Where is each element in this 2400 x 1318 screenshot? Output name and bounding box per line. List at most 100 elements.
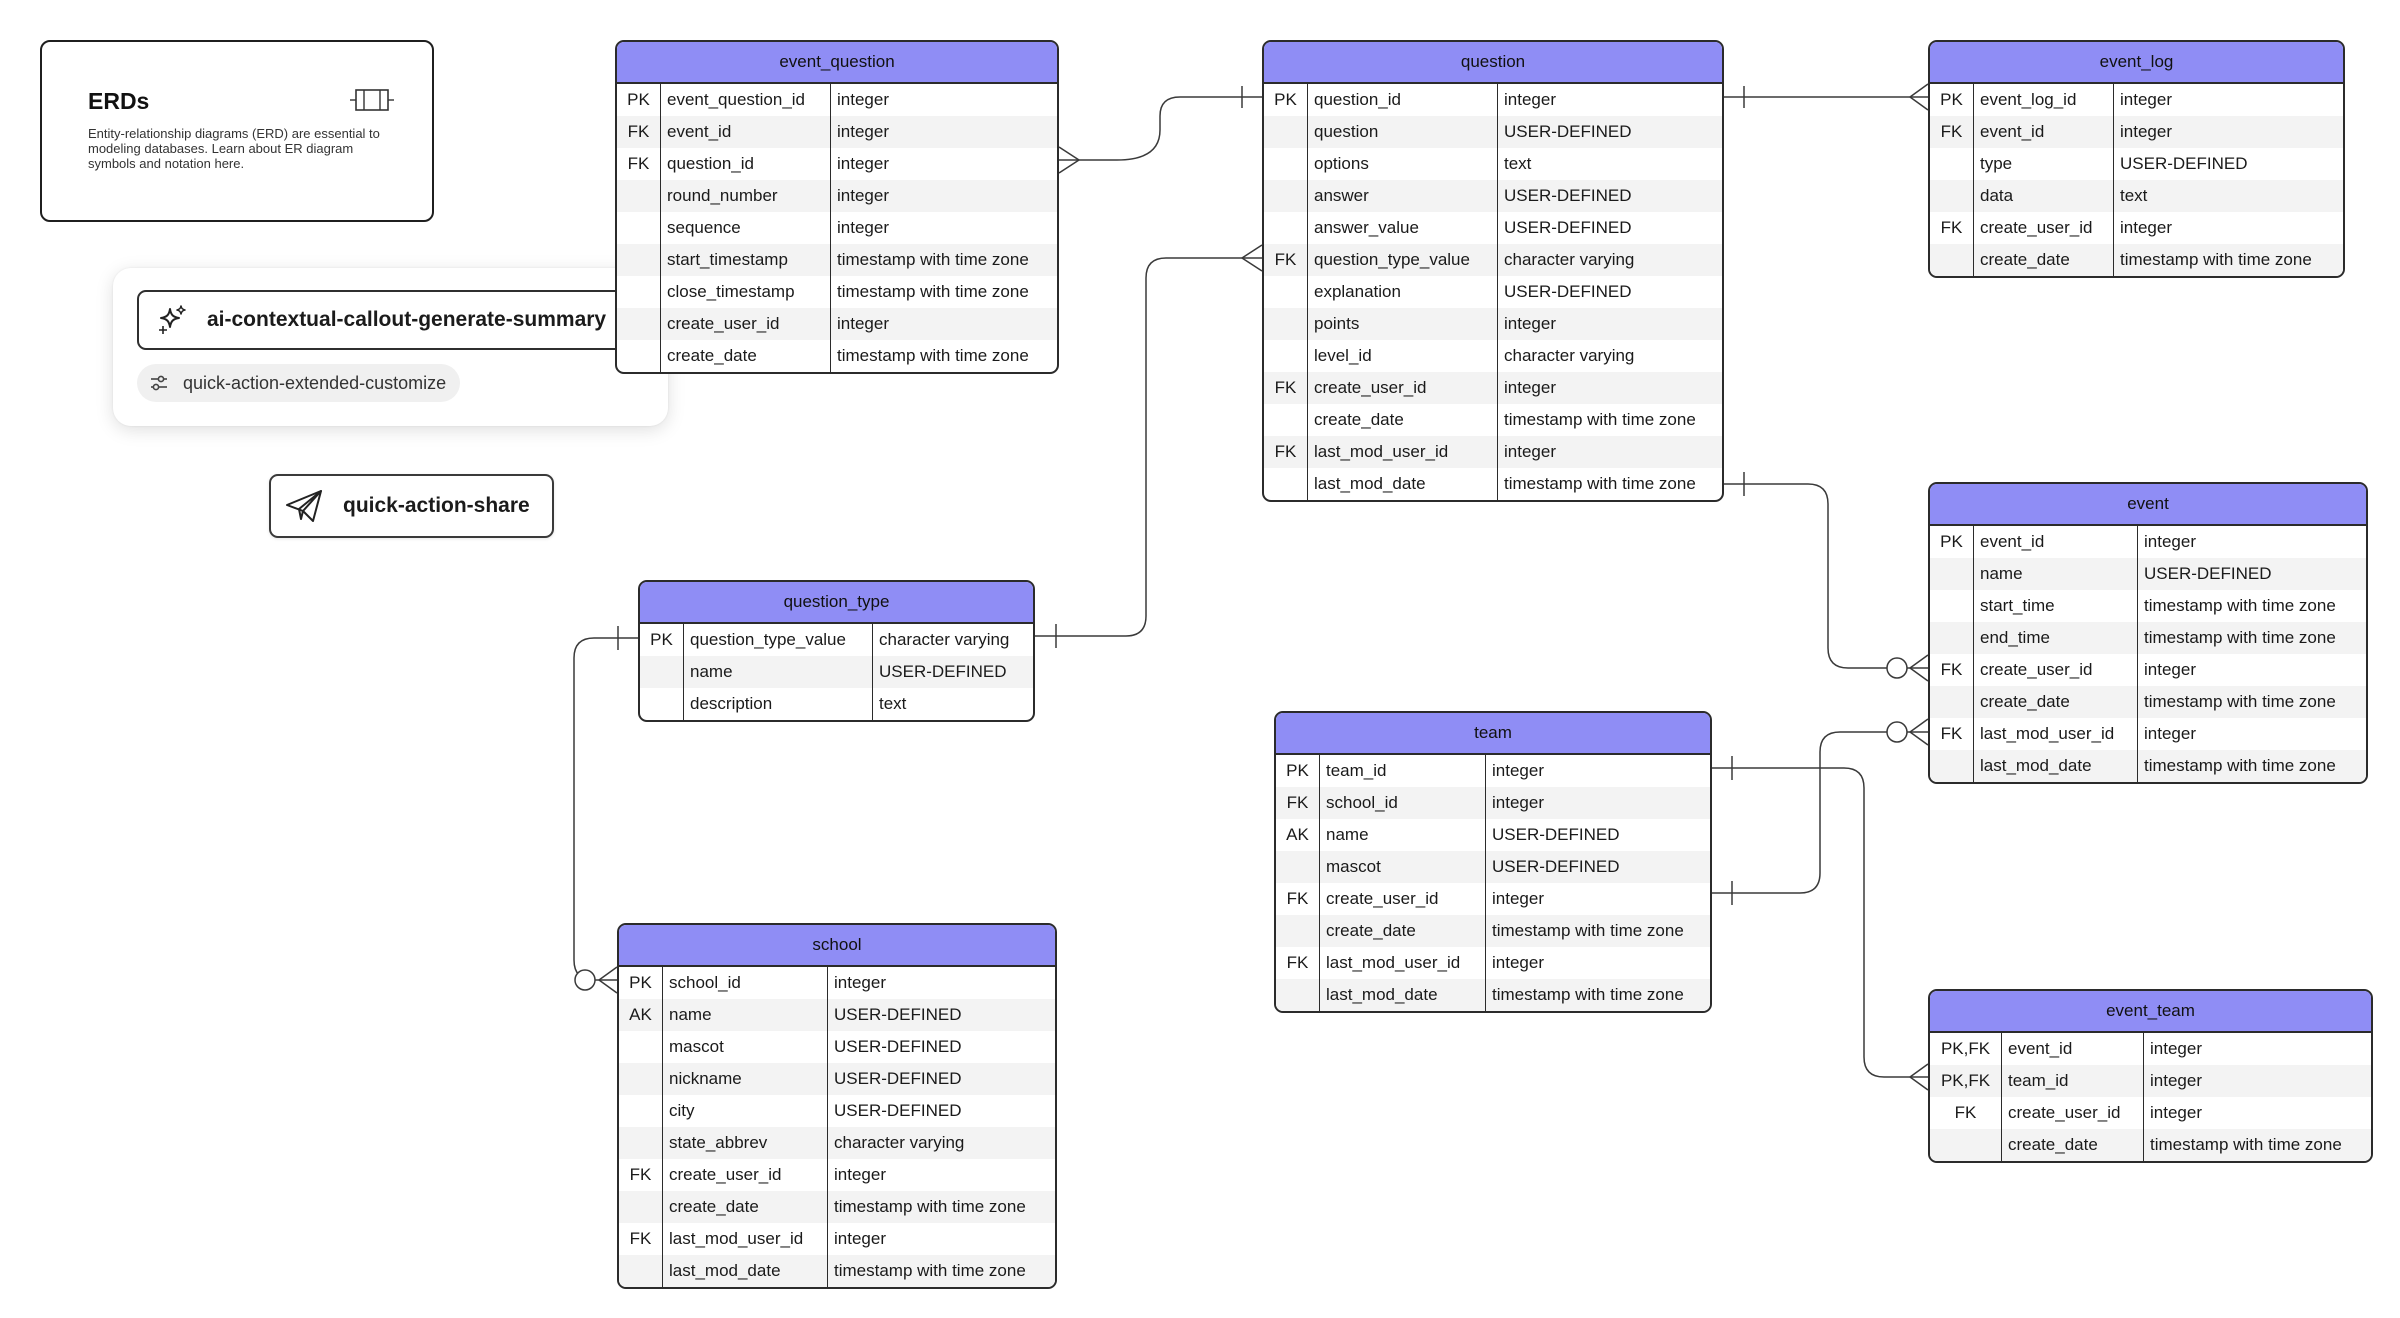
key-cell: [1264, 148, 1308, 180]
field-type-cell: integer: [2120, 90, 2172, 109]
field-name-cell: last_mod_date: [1320, 979, 1486, 1011]
field-name-cell: create_user_id: [1974, 654, 2138, 686]
share-button[interactable]: quick-action-share: [269, 474, 554, 538]
generate-summary-button[interactable]: ai-contextual-callout-generate-summary: [137, 290, 637, 350]
field-type-cell: integer: [2144, 660, 2196, 679]
field-name-cell: question_type_value: [1308, 244, 1498, 276]
field-type-cell: timestamp with time zone: [1492, 985, 1684, 1004]
key-cell: [1930, 750, 1974, 782]
field-name-cell: question_id: [1308, 84, 1498, 116]
field-type-cell: integer: [834, 1165, 886, 1184]
key-cell: PK: [1276, 755, 1320, 787]
field-type-cell: character varying: [879, 630, 1010, 649]
customize-chip[interactable]: quick-action-extended-customize: [137, 364, 461, 402]
field-name-cell: event_question_id: [661, 84, 831, 116]
field-type-cell: USER-DEFINED: [1504, 282, 1632, 301]
field-name-cell: create_date: [1308, 404, 1498, 436]
erd-info-card[interactable]: ERDs Entity-relationship diagrams (ERD) …: [40, 40, 434, 222]
connector-question-to-event: [1724, 483, 1928, 669]
field-name-cell: event_id: [661, 116, 831, 148]
sparkle-icon: [159, 305, 186, 334]
field-type-cell: integer: [2120, 218, 2172, 237]
key-cell: PK: [640, 624, 684, 656]
key-cell: [617, 212, 661, 244]
field-name-cell: create_date: [661, 340, 831, 372]
key-cell: FK: [1264, 372, 1308, 404]
field-name-cell: start_timestamp: [661, 244, 831, 276]
table-row[interactable]: last_mod_date timestamp with time zone: [1276, 979, 1710, 1011]
